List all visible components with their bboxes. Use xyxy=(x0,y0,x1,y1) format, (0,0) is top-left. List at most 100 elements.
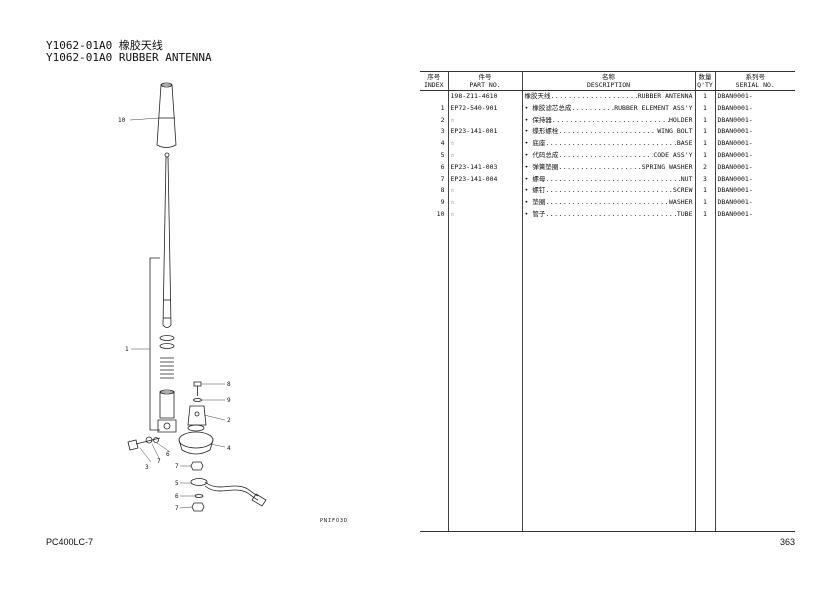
leader-dots xyxy=(545,174,680,186)
row-part-no: EP23-141-001 xyxy=(447,126,522,139)
desc-cn: • 弹簧垫圈 xyxy=(524,162,559,171)
row-part-no: ☆ xyxy=(447,197,522,209)
desc-en: HOLDER xyxy=(669,115,693,124)
desc-cn: • 保持器 xyxy=(524,115,552,124)
callout-9: 9 xyxy=(227,397,231,404)
row-index: 6 xyxy=(440,162,445,171)
row-serial: DBAN0001- xyxy=(714,138,795,150)
row-index: 7 xyxy=(440,174,445,183)
row-serial: DBAN0001- xyxy=(714,102,795,115)
row-part-no: ☆ xyxy=(447,208,522,221)
row-part-no: EP23-141-003 xyxy=(447,161,522,174)
row-description: • 弹簧垫圈 SPRING WASHER xyxy=(521,161,695,174)
callout-7c: 7 xyxy=(175,505,179,512)
page-number: 363 xyxy=(780,537,796,547)
diagram-title-en: Y1062-01A0 RUBBER ANTENNA xyxy=(46,51,212,64)
row-description: • 螺钉SCREW xyxy=(521,185,695,198)
row-description: • 底座 BASE xyxy=(521,138,695,150)
machine-model: PC400LC-7 xyxy=(46,537,94,547)
leader-dots xyxy=(545,138,677,150)
callout-6: 6 xyxy=(166,451,170,458)
table-filler xyxy=(420,220,795,532)
row-part-no: 198-Z11-4610 xyxy=(447,90,522,103)
desc-en: TUBE xyxy=(676,209,693,218)
desc-cn: • 螺钉 xyxy=(524,186,546,195)
row-description: • 橡胶滤芯总成 RUBBER ELEMENT ASS'Y xyxy=(521,102,695,115)
desc-en: RUBBER ANTENNA xyxy=(637,92,693,100)
desc-en: SPRING WASHER xyxy=(641,162,693,171)
desc-en: RUBBER ELEMENT ASS'Y xyxy=(614,103,693,112)
row-serial: DBAN0001- xyxy=(714,149,795,162)
desc-en: WASHER xyxy=(669,198,693,207)
desc-cn: • 垫圈 xyxy=(524,198,546,207)
row-index: 9 xyxy=(440,198,445,207)
cord-assembly xyxy=(204,481,259,497)
callout-1: 1 xyxy=(125,346,129,353)
row-serial: DBAN0001- xyxy=(714,197,795,209)
callout-4: 4 xyxy=(227,445,231,452)
row-description: • 蝶形螺栓WING BOLT xyxy=(521,126,695,139)
callout-5: 5 xyxy=(175,480,179,487)
holder-part xyxy=(187,405,207,426)
desc-cn: • 底座 xyxy=(524,139,546,148)
exploded-parts-drawing: 10 1 8 9 2 4 3 7 6 7 5 6 7 xyxy=(118,82,267,512)
row-description: 橡胶天线RUBBER ANTENNA xyxy=(521,90,695,103)
desc-cn: • 蝶形螺栓 xyxy=(524,127,559,136)
row-qty: 1 xyxy=(694,102,715,115)
figure-code: PNIFO3D xyxy=(320,518,349,524)
row-index xyxy=(420,91,448,103)
table-row: 8☆• 螺钉SCREW1DBAN0001- xyxy=(420,185,795,198)
row-index: 10 xyxy=(436,209,445,218)
table-row: 4☆• 底座BASE1DBAN0001- xyxy=(420,138,795,150)
row-description: • 保持器 HOLDER xyxy=(521,114,695,127)
row-part-no: EP72-540-901 xyxy=(447,102,522,115)
table-row: 2☆• 保持器HOLDER1DBAN0001- xyxy=(420,114,795,127)
leader-dots xyxy=(558,150,653,162)
callout-7: 7 xyxy=(157,458,161,465)
row-part-no: EP23-141-004 xyxy=(447,173,522,186)
callout-8: 8 xyxy=(227,381,231,388)
base-part xyxy=(178,431,214,449)
row-index: 8 xyxy=(440,186,445,195)
desc-cn: • 橡胶滤芯总成 xyxy=(524,103,572,112)
diagram-title-cn: Y1062-01A0 橡胶天线 xyxy=(46,39,163,52)
desc-en: BASE xyxy=(676,139,693,148)
row-index: 2 xyxy=(440,115,445,124)
row-qty: 1 xyxy=(694,185,715,198)
leader-dots xyxy=(545,185,673,197)
antenna-whip xyxy=(162,156,172,328)
callout-7b: 7 xyxy=(175,463,179,470)
row-part-no: ☆ xyxy=(447,185,522,198)
leader-dots xyxy=(545,197,669,209)
row-qty: 1 xyxy=(694,149,715,162)
leader-dots xyxy=(551,91,638,103)
tube-part xyxy=(156,84,177,148)
row-qty: 1 xyxy=(694,90,715,103)
row-serial: DBAN0001- xyxy=(714,173,795,186)
row-qty: 1 xyxy=(694,114,715,127)
table-row: 10☆• 管子TUBE1DBAN0001- xyxy=(420,208,795,221)
row-index: 5 xyxy=(440,150,445,159)
row-serial: DBAN0001- xyxy=(714,161,795,174)
leader-dots xyxy=(552,115,669,127)
row-part-no: ☆ xyxy=(447,138,522,150)
row-qty: 1 xyxy=(694,197,715,209)
leader-dots xyxy=(545,209,677,221)
row-qty: 1 xyxy=(694,208,715,221)
callout-3: 3 xyxy=(145,464,149,471)
leader-dots xyxy=(558,162,641,174)
desc-cn: • 螺母 xyxy=(524,174,546,183)
desc-en: CODE ASS'Y xyxy=(653,150,693,159)
row-description: • 代码总成CODE ASS'Y xyxy=(521,149,695,162)
row-description: • 垫圈 WASHER xyxy=(521,197,695,209)
row-description: • 螺母NUT xyxy=(521,173,695,186)
